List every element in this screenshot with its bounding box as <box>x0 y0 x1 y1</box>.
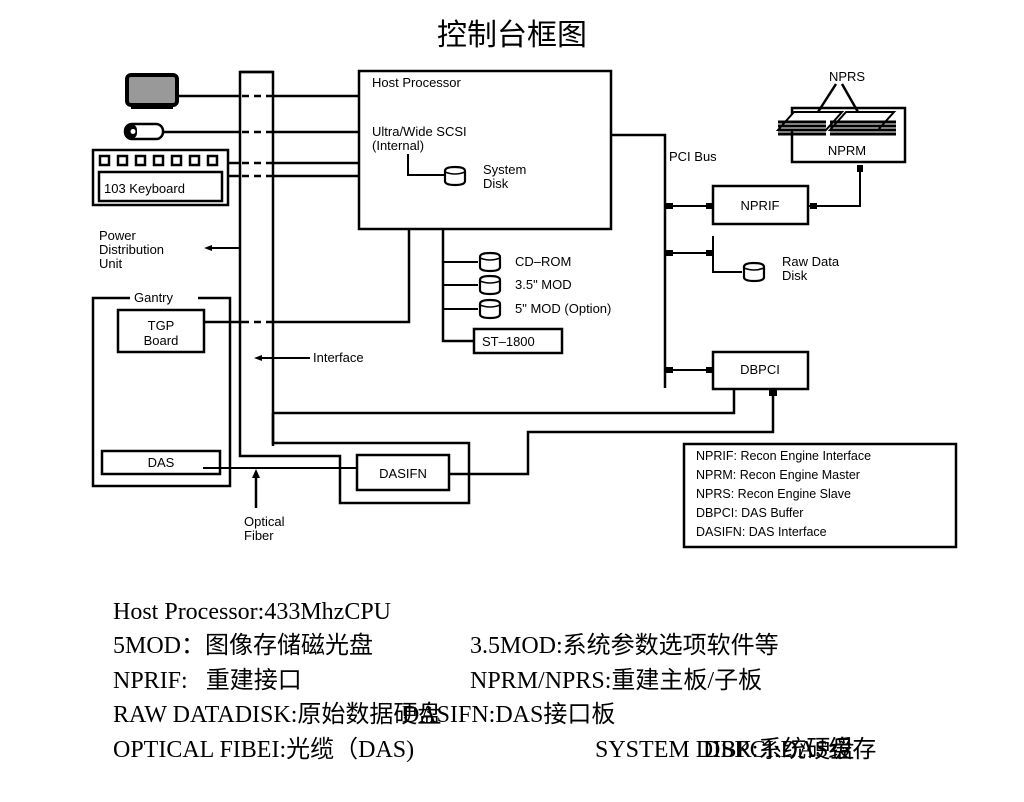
cable-trunk <box>238 70 275 446</box>
mod5-label: 5" MOD (Option) <box>515 301 611 316</box>
legend-item: DBPCI: DAS Buffer <box>696 506 803 520</box>
dasifn-box: DASIFN <box>355 453 451 492</box>
tgp-label: TGP <box>148 318 175 333</box>
system-disk-label: System <box>483 162 526 177</box>
cdrom-icon <box>478 251 502 273</box>
raw-data-label-2: Disk <box>782 268 808 283</box>
nprs-label: NPRS <box>829 69 865 84</box>
gantry-box: Gantry TGP Board DAS <box>91 290 232 488</box>
system-disk-icon <box>443 165 467 187</box>
note-5mod: 5MOD：图像存储磁光盘 <box>113 633 374 659</box>
system-disk-label-2: Disk <box>483 176 509 191</box>
note-nprm-nprs: NPRM/NPRS:重建主板/子板 <box>470 667 763 694</box>
mouse-icon <box>123 122 165 141</box>
scsi-label: Ultra/Wide SCSI <box>372 124 467 139</box>
legend-item: NPRM: Recon Engine Master <box>696 468 860 482</box>
arrow-icon <box>254 355 262 361</box>
note-nprif: NPRIF: 重建接口 <box>113 667 302 694</box>
console-block-diagram: 103 Keyboard Host Processor Ultra/Wide S… <box>91 69 958 549</box>
tgp-label-2: Board <box>144 333 179 348</box>
raw-data-disk-icon <box>742 261 766 283</box>
dbpci-label: DBPCI <box>740 362 780 377</box>
note-dasifn: DASIFN:DAS接口板 <box>402 702 616 728</box>
das-label: DAS <box>148 455 175 470</box>
nprs-boards-icon <box>775 111 897 136</box>
nprif-label: NPRIF <box>741 198 780 213</box>
page-title: 控制台框图 <box>437 18 587 53</box>
mod35-icon <box>478 274 502 296</box>
nprm-label: NPRM <box>828 143 866 158</box>
arrow-icon <box>204 245 212 251</box>
legend-item: NPRS: Recon Engine Slave <box>696 487 851 501</box>
keyboard-label: 103 Keyboard <box>104 181 185 196</box>
st1800-box: ST–1800 <box>472 327 564 355</box>
legend-item: NPRIF: Recon Engine Interface <box>696 449 871 463</box>
note-35mod: 3.5MOD:系统参数选项软件等 <box>470 633 779 659</box>
arrow-icon <box>252 469 260 478</box>
host-processor-box: Host Processor Ultra/Wide SCSI (Internal… <box>357 69 613 231</box>
note-optical-fiber: OPTICAL FIBEI:光缆（DAS) <box>113 736 415 763</box>
mod5-icon <box>478 298 502 320</box>
note-dbpci: DBPCI:DAS缓存 <box>703 736 877 763</box>
mod35-label: 3.5" MOD <box>515 277 572 292</box>
note-system-disk: SYSTEM DISK:系统硬盘 <box>595 736 855 763</box>
interface-label: Interface <box>313 350 364 365</box>
note-raw-data-disk: RAW DATADISK:原始数据硬盘 <box>113 702 442 728</box>
dbpci-box: DBPCI <box>711 350 810 391</box>
raw-data-label: Raw Data <box>782 254 840 269</box>
host-processor-label: Host Processor <box>372 75 462 90</box>
monitor-icon <box>125 73 179 109</box>
nprif-box: NPRIF <box>711 184 810 226</box>
power-label-2: Distribution <box>99 242 164 257</box>
optical-label: Optical <box>244 514 285 529</box>
pci-bus-label: PCI Bus <box>669 149 717 164</box>
note-host-processor: Host Processor:433MhzCPU <box>113 598 392 625</box>
dasifn-label: DASIFN <box>379 466 427 481</box>
legend-box: NPRIF: Recon Engine Interface NPRM: Reco… <box>682 442 958 549</box>
legend-item: DASIFN: DAS Interface <box>696 525 827 539</box>
st1800-label: ST–1800 <box>482 334 535 349</box>
scsi-internal-label: (Internal) <box>372 138 424 153</box>
keyboard-keys <box>98 154 219 167</box>
optical-label-2: Fiber <box>244 528 274 543</box>
gantry-label: Gantry <box>134 290 174 305</box>
power-label-3: Unit <box>99 256 123 271</box>
power-label: Power <box>99 228 137 243</box>
keyboard-box: 103 Keyboard <box>91 148 230 207</box>
cdrom-label: CD–ROM <box>515 254 571 269</box>
notes-block: Host Processor:433MhzCPU 3.5MOD:系统参数选项软件… <box>113 560 1013 763</box>
